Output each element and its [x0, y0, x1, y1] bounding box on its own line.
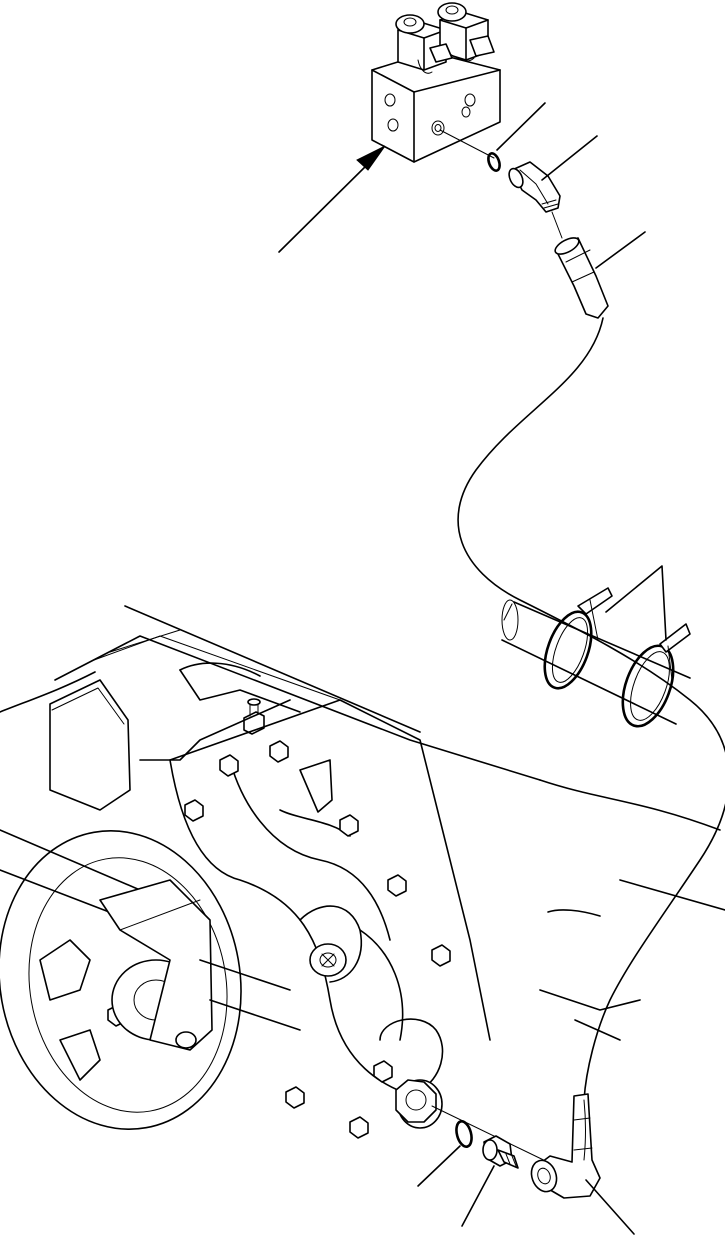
leader-line-upper-elbow: [541, 135, 598, 181]
hose: [457, 317, 725, 1101]
leader-line-clamps: [605, 565, 667, 641]
leader-line-upper-o-ring: [496, 102, 546, 151]
valve-block: [371, 2, 501, 163]
bolt: [269, 740, 289, 763]
leader-line-lower-o-ring: [417, 1145, 461, 1187]
assembly-centerline: [439, 129, 495, 159]
differential-housing: [169, 759, 444, 1101]
lower-adapter-fitting: [482, 1135, 519, 1169]
upper-o-ring: [487, 152, 501, 172]
lower-elbow-hose-end: [530, 1093, 601, 1199]
hose-guard-tube: [501, 599, 691, 725]
bolt: [373, 1060, 393, 1083]
leader-line-upper-hose-end: [595, 231, 646, 269]
lower-o-ring: [455, 1120, 473, 1148]
assembly-centerline-lower: [431, 1105, 557, 1167]
lower-port-boss: [395, 1079, 443, 1129]
clamp-2: [621, 623, 691, 728]
bolt: [219, 754, 239, 777]
bolt: [184, 799, 204, 822]
leader-line-lower-adapter: [461, 1165, 495, 1227]
axle-housing: [0, 605, 725, 1041]
clamp-1: [543, 587, 613, 690]
pointer-arrow: [278, 145, 386, 253]
bolt: [285, 1086, 305, 1109]
leader-line-lower-elbow: [585, 1179, 635, 1235]
bolt: [387, 874, 407, 897]
upper-hose-end: [554, 237, 609, 319]
bolt: [349, 1116, 369, 1139]
assembly-centerline-2: [551, 211, 563, 239]
bolt: [431, 944, 451, 967]
upper-elbow-fitting: [508, 161, 561, 213]
brake-disc: [0, 830, 301, 1130]
bolt: [339, 814, 359, 837]
